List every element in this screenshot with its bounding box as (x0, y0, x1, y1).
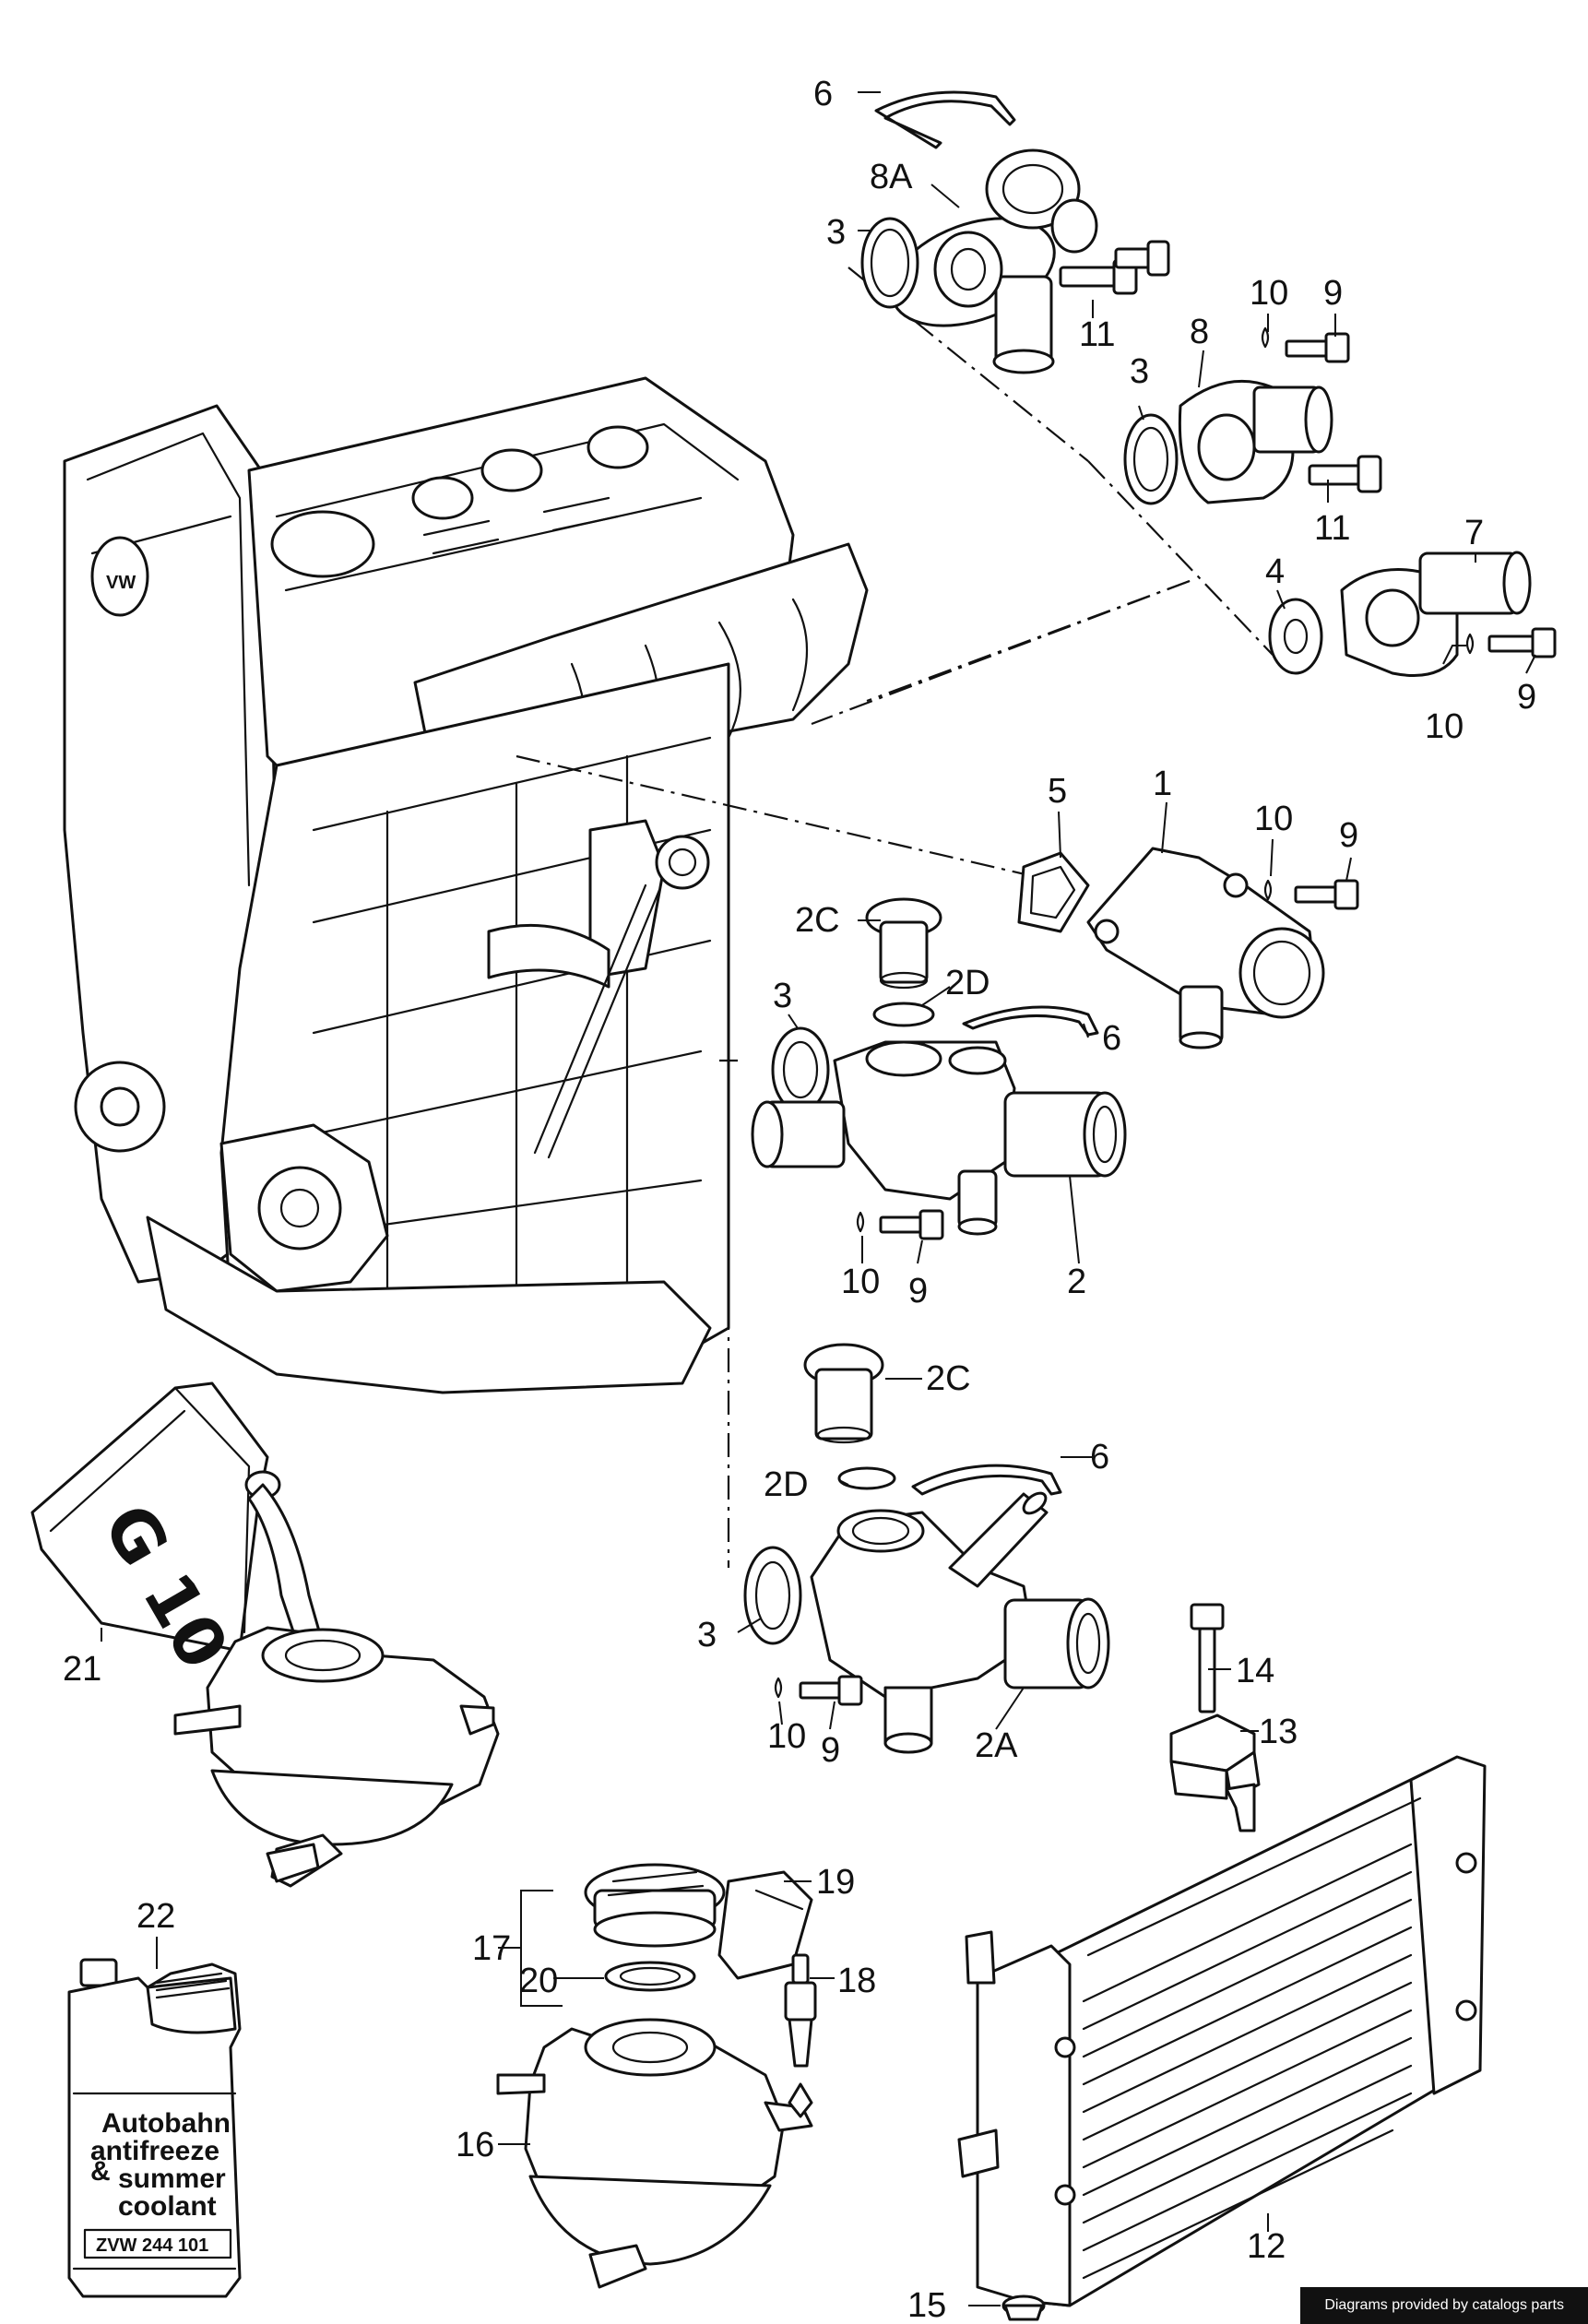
callout-8: 8 (1190, 313, 1209, 351)
antifreeze-label-line1: Autobahn (101, 2108, 231, 2139)
callout-17: 17 (472, 1929, 511, 1968)
callout-11: 11 (1079, 315, 1115, 354)
callout-7: 7 (1464, 514, 1484, 552)
callout-labels: 6 8A 3 11 10 9 8 3 11 7 4 10 9 5 1 10 9 … (63, 75, 1536, 2324)
expansion-tank-16 (496, 1863, 817, 2289)
callout-12: 12 (1247, 2227, 1286, 2266)
callout-3: 3 (1130, 352, 1149, 391)
callout-13: 13 (1259, 1713, 1298, 1751)
callout-2: 2 (1067, 1263, 1086, 1301)
retaining-clip-top (874, 90, 1016, 149)
callout-10: 10 (1425, 707, 1464, 746)
gasket-3-mid (1123, 413, 1179, 505)
callout-6: 6 (1102, 1019, 1121, 1058)
callout-20: 20 (519, 1962, 558, 2000)
callout-2c: 2C (795, 901, 840, 940)
callout-21: 21 (63, 1650, 101, 1689)
coolant-flange-1 (1017, 847, 1359, 1049)
callout-1: 1 (1153, 765, 1172, 803)
gasket-4 (1268, 598, 1323, 675)
callout-18: 18 (837, 1962, 876, 2000)
antifreeze-label-line3: summer (118, 2164, 226, 2194)
callout-16: 16 (456, 2126, 494, 2164)
expansion-tank-top (173, 1626, 500, 1888)
svg-text:VW: VW (106, 573, 136, 593)
callout-9: 9 (1517, 678, 1536, 717)
coolant-flange-8 (1123, 326, 1382, 505)
antifreeze-part-number: ZVW 244 101 (96, 2235, 208, 2256)
callout-3: 3 (773, 977, 792, 1015)
callout-9: 9 (1339, 816, 1358, 855)
engine-assembly: VW (63, 376, 869, 1394)
antifreeze-label-line4: coolant (118, 2191, 217, 2222)
callout-8a: 8A (870, 158, 913, 196)
coolant-flange-8a (860, 90, 1170, 374)
diagram-credit: Diagrams provided by catalogs parts (1300, 2287, 1588, 2324)
callout-11: 11 (1314, 509, 1350, 548)
coolant-flange-7 (1268, 551, 1557, 677)
callout-2d: 2D (945, 964, 990, 1002)
callout-10: 10 (1254, 800, 1293, 838)
leader-lines (101, 91, 1536, 2306)
callout-9: 9 (908, 1272, 928, 1310)
callout-6: 6 (1090, 1438, 1109, 1476)
callout-2a: 2A (975, 1726, 1018, 1765)
callout-22: 22 (136, 1897, 175, 1936)
callout-9: 9 (821, 1731, 840, 1770)
gasket-5 (1017, 851, 1090, 933)
callout-2c: 2C (926, 1359, 971, 1398)
callout-3: 3 (826, 213, 846, 252)
ampersand-glyph: & (90, 2156, 111, 2187)
callout-15: 15 (907, 2286, 946, 2324)
callout-6: 6 (813, 75, 833, 113)
callout-19: 19 (816, 1863, 855, 1902)
callout-10: 10 (841, 1263, 880, 1301)
radiator-assembly (957, 1603, 1487, 2321)
antifreeze-jug: Autobahn antifreeze summer & coolant ZVW… (67, 1958, 242, 2298)
callout-9: 9 (1323, 274, 1343, 313)
coolant-housing-2a (743, 1343, 1110, 1754)
callout-14: 14 (1236, 1652, 1274, 1690)
callout-3: 3 (697, 1616, 717, 1654)
callout-2d: 2D (764, 1465, 809, 1504)
callout-10: 10 (1250, 274, 1288, 313)
callout-5: 5 (1048, 772, 1067, 811)
callout-4: 4 (1265, 552, 1285, 591)
callout-10: 10 (767, 1717, 806, 1756)
coolant-housing-2 (751, 897, 1127, 1240)
antifreeze-label-line2: antifreeze (90, 2136, 219, 2166)
